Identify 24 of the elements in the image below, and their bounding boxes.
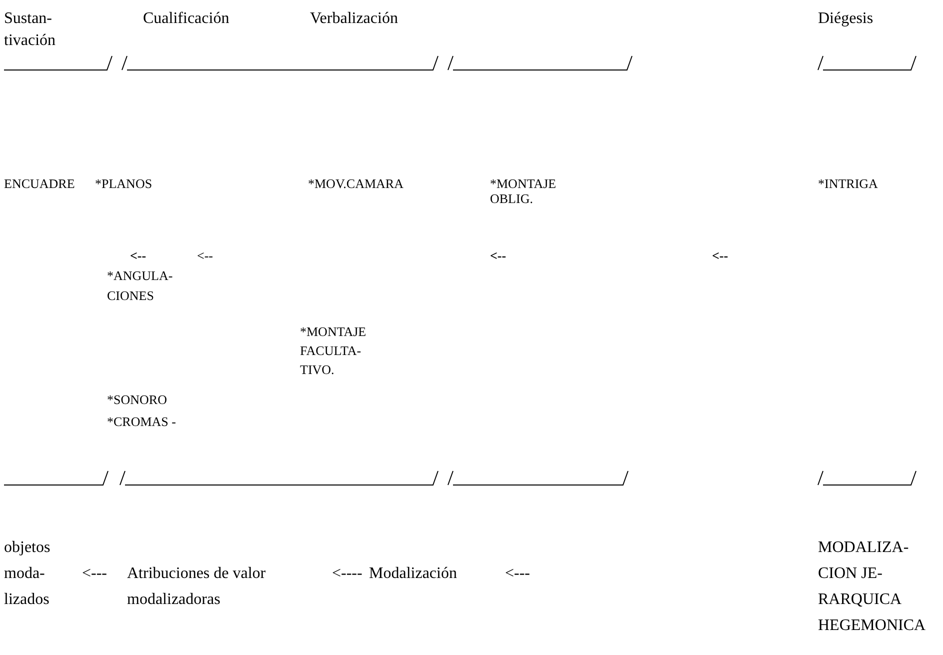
category-label: *ANGULA- CIONES (107, 267, 174, 305)
row-label: Modalización (369, 564, 457, 584)
category-label: *MOV.CAMARA (308, 176, 404, 191)
category-label: *PLANOS (95, 176, 152, 191)
category-label: *INTRIGA (818, 176, 878, 191)
category-label: ENCUADRE (4, 176, 75, 191)
column-heading: Verbalización (310, 9, 398, 29)
text-arrow: <-- (130, 248, 146, 263)
row-label: MODALIZA- CION JE- RARQUICA HEGEMONICA (818, 538, 927, 636)
text-arrow: <-- (490, 248, 506, 263)
text-arrow: <--- (505, 564, 530, 584)
text-arrow: <---- (332, 564, 362, 584)
text-arrow: <-- (197, 248, 213, 263)
text-arrow: <-- (712, 248, 728, 263)
column-heading: Cualificación (143, 9, 230, 29)
column-heading: Sustan- tivación (4, 9, 57, 51)
row-label: objetos moda- lizados (4, 538, 52, 610)
column-heading: Diégesis (818, 9, 874, 29)
category-label: *CROMAS - (107, 414, 176, 429)
category-label: *MONTAJE FACULTA- TIVO. (300, 323, 368, 379)
category-label: *MONTAJE OBLIG. (490, 176, 558, 206)
row-label: Atribuciones de valor modalizadoras (127, 564, 267, 610)
category-label: *SONORO (107, 392, 167, 407)
text-arrow: <--- (82, 564, 108, 584)
